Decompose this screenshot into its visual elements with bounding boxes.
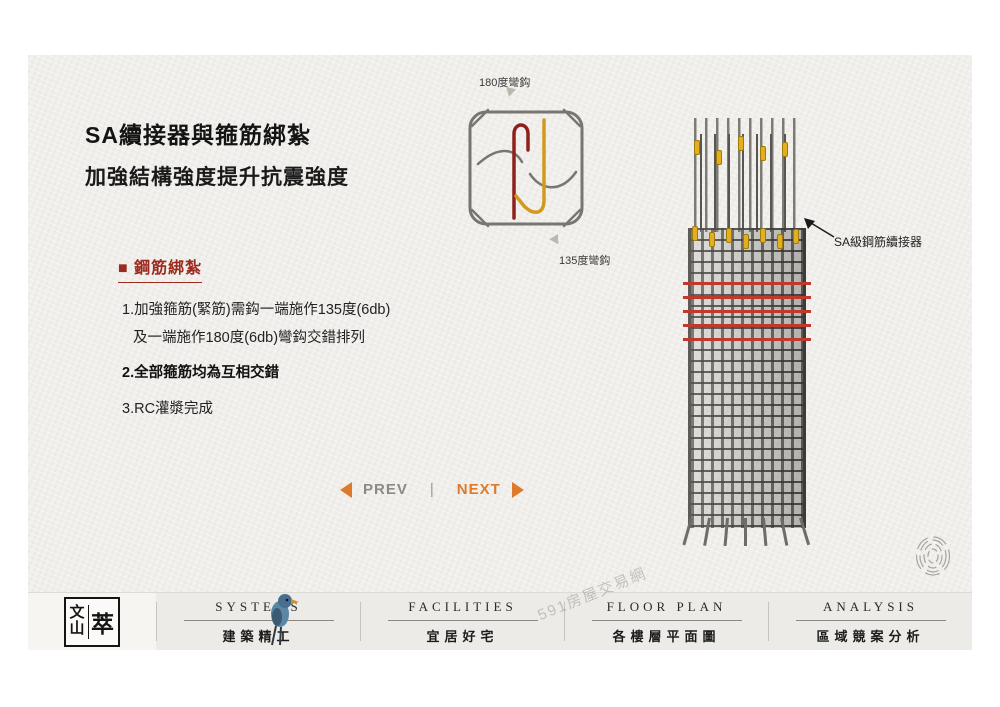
brand-logo-box: 文 山 萃 [64, 596, 120, 647]
nav-divider [156, 602, 157, 641]
nav-divider [564, 602, 565, 641]
rebar-coupler [694, 140, 700, 155]
rebar-coupler [692, 226, 698, 241]
prev-arrow-icon [340, 481, 352, 498]
rebar-coupler [793, 229, 799, 244]
logo-char-2: 山 [69, 620, 85, 637]
nav-item-systems[interactable]: SYSTEMS 建築精工 [157, 593, 360, 650]
rebar-end [723, 517, 729, 547]
next-arrow-icon [511, 481, 524, 498]
nav-item-en: FACILITIES [408, 598, 517, 614]
rebar-coupler [782, 142, 788, 157]
brand-logo-left: 文 山 [69, 605, 85, 637]
nav-item-rule [591, 619, 742, 621]
nav-item-en: ANALYSIS [823, 598, 918, 614]
column-base-flare [682, 517, 811, 550]
rebar-coupler [709, 232, 715, 247]
brand-logo[interactable]: 文 山 萃 [28, 593, 156, 650]
column-label-arrow-icon [804, 218, 835, 238]
list-item-2: 2.全部箍筋均為互相交錯 [122, 365, 280, 381]
list-item-3: 3.RC灌漿完成 [122, 401, 214, 417]
column-red-hoops [683, 282, 811, 350]
list-item-1-line2: 及一端施作180度(6db)彎鈎交錯排列 [133, 330, 366, 346]
diagram-label-135: 135度彎鈎 [559, 255, 611, 267]
rebar-end [744, 518, 747, 546]
prev-label: PREV [363, 481, 408, 498]
rebar-coupler [738, 136, 744, 151]
list-item-1-line1: 1.加強箍筋(緊筋)需鈎一端施作135度(6db) [122, 302, 391, 318]
rebar-end [762, 517, 768, 547]
pager-separator: | [429, 481, 435, 498]
section-header: ■ 鋼筋綁紮 [118, 254, 203, 283]
nav-item-floor-plan[interactable]: FLOOR PLAN 各樓層平面圖 [565, 593, 768, 650]
pager: PREV | NEXT [340, 481, 524, 498]
nav-item-en: FLOOR PLAN [606, 598, 727, 614]
column-protruding-bars-dark [700, 134, 794, 232]
rebar-end [703, 517, 711, 546]
logo-char-1: 文 [69, 605, 85, 622]
column-shading [688, 228, 806, 528]
nav-divider [768, 602, 769, 641]
bottom-navbar: 文 山 萃 SYSTEMS 建築精工 FACILITIES 宜居好宅 FLOOR… [28, 592, 972, 650]
fingerprint-icon [915, 536, 951, 576]
prev-button[interactable]: PREV [340, 481, 408, 498]
nav-item-zh: 宜居好宅 [426, 628, 499, 644]
nav-item-analysis[interactable]: ANALYSIS 區域競案分析 [769, 593, 972, 650]
rebar-coupler [777, 234, 783, 249]
logo-char-3: 萃 [88, 604, 114, 639]
rebar-coupler [743, 234, 749, 249]
stirrup-diagram [468, 108, 584, 228]
nav-item-facilities[interactable]: FACILITIES 宜居好宅 [361, 593, 564, 650]
rebar-coupler [726, 228, 732, 243]
nav-divider [360, 602, 361, 641]
column-label: SA級鋼筋續接器 [834, 235, 923, 249]
page-title-line2: 加強結構強度提升抗震強度 [85, 166, 349, 189]
slide-background [28, 55, 972, 592]
rebar-coupler [716, 150, 722, 165]
rebar-coupler [760, 228, 766, 243]
page-title-line1: SA續接器與箍筋綁紮 [85, 122, 311, 148]
nav-item-zh: 區域競案分析 [816, 628, 925, 644]
rebar-couplers [692, 130, 804, 250]
next-button[interactable]: NEXT [457, 481, 524, 498]
nav-item-rule [795, 619, 946, 621]
nav-item-rule [387, 619, 538, 621]
rebar-end [780, 517, 789, 546]
nav-item-rule [183, 619, 334, 621]
diagram-label-180: 180度彎鈎 [479, 77, 531, 89]
next-label: NEXT [456, 481, 501, 498]
bird-icon [271, 594, 299, 646]
nav-item-zh: 各樓層平面圖 [612, 628, 721, 644]
rebar-coupler [760, 146, 766, 161]
column-cage-body [688, 228, 806, 528]
